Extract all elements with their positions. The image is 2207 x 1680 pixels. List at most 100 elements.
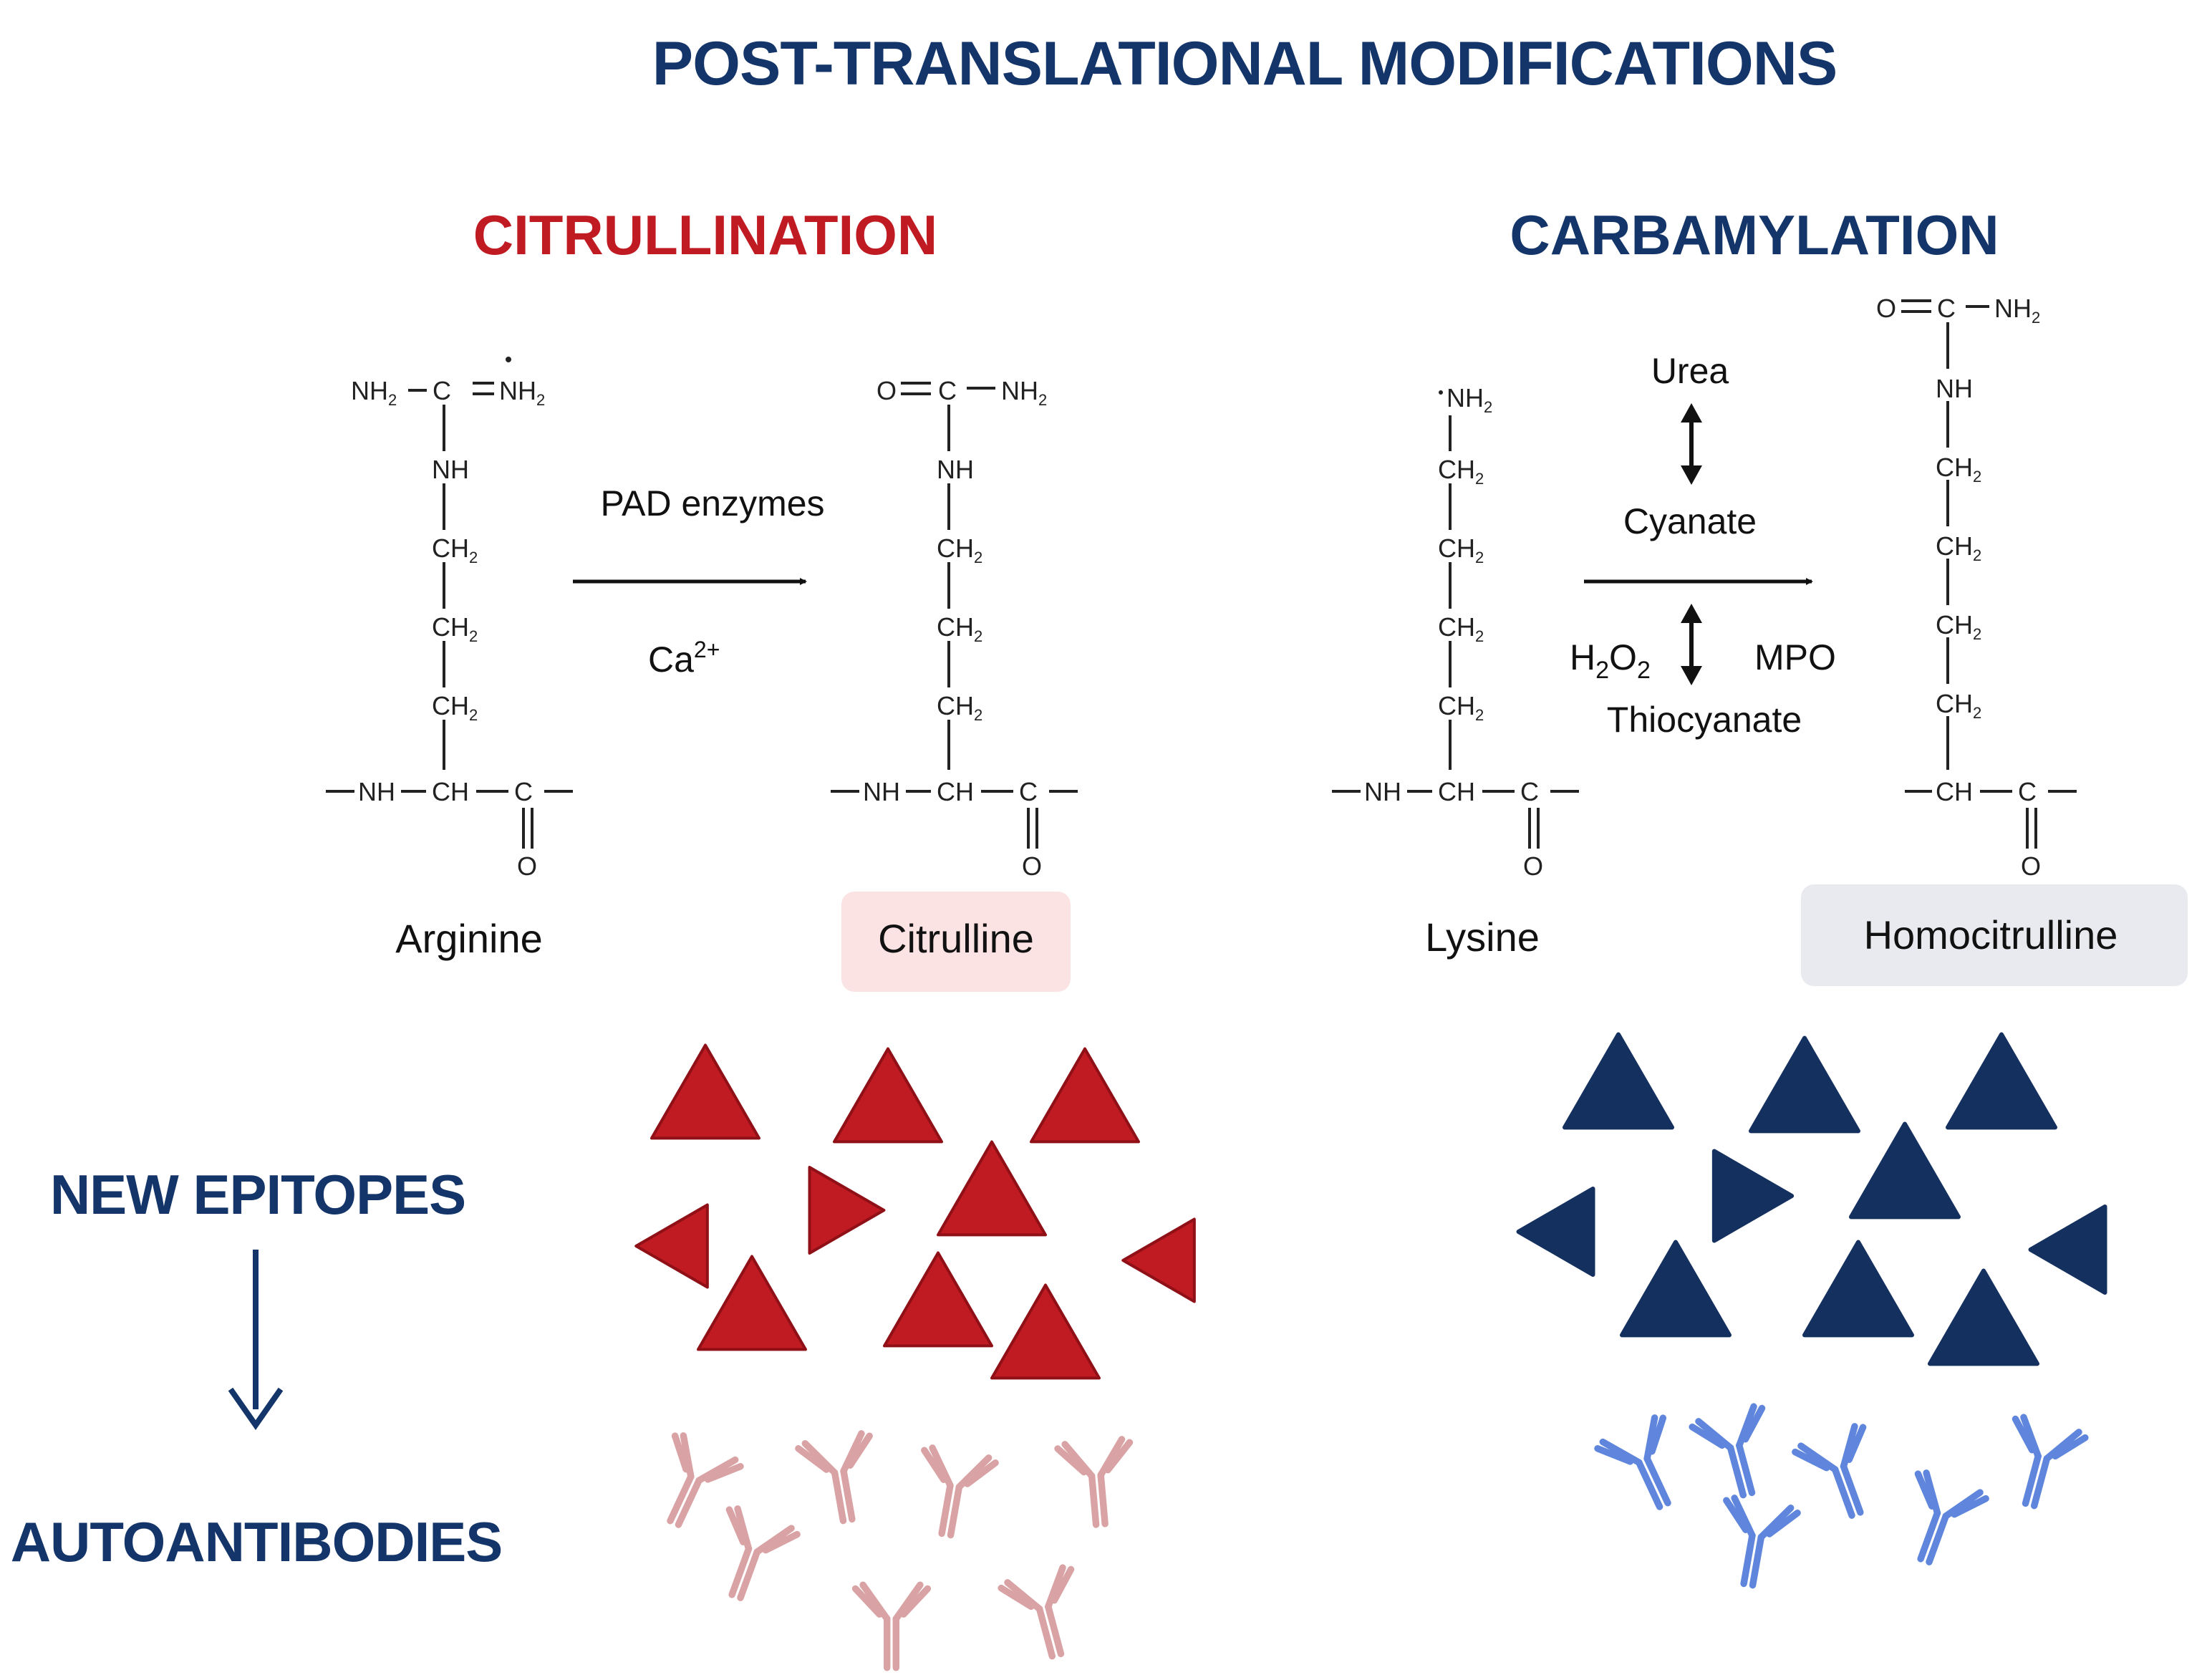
arginine-nh2-left: NH2	[351, 376, 397, 409]
citrulline-label-box	[841, 892, 1071, 992]
lysine-carbonyl-c: C	[1520, 777, 1539, 806]
blue-epitope-triangle-icon	[1563, 1032, 1674, 1130]
homocitrulline-nh2: NH2	[1994, 294, 2040, 327]
citrullination-heading: CITRULLINATION	[473, 203, 937, 266]
autoantibodies-label: AUTOANTIBODIES	[11, 1510, 503, 1573]
pink-antibody-icon	[1054, 1436, 1134, 1528]
epitopes-and-antibodies	[634, 1032, 2107, 1671]
pink-antibody-icon	[851, 1581, 932, 1671]
new-epitopes-label: NEW EPITOPES	[50, 1163, 465, 1226]
lysine-nh2: NH2	[1447, 383, 1492, 416]
arginine-structure	[326, 382, 573, 849]
blue-antibody-icon	[1723, 1495, 1801, 1589]
arginine-ch2-1: CH2	[432, 534, 478, 566]
blue-antibody-icon	[1792, 1423, 1867, 1519]
citrulline-ch2-3: CH2	[937, 691, 982, 724]
lysine-backbone-nh: NH	[1364, 777, 1401, 806]
red-epitope-triangle-icon	[833, 1047, 943, 1144]
homocitrulline-c-top: C	[1937, 294, 1956, 323]
arginine-ch2-2: CH2	[432, 612, 478, 645]
homocitrulline-o-top: O	[1876, 294, 1896, 323]
blue-epitope-triangle-icon	[1946, 1032, 2057, 1130]
lysine-ch2-3: CH2	[1438, 612, 1484, 645]
blue-antibody-icon	[1689, 1403, 1766, 1499]
arginine-nh: NH	[432, 455, 469, 484]
mpo-label: MPO	[1754, 637, 1836, 677]
blue-epitope-triangle-icon	[1802, 1240, 1914, 1338]
homocitrulline-carbonyl-c: C	[2018, 777, 2037, 806]
homocitrulline-ch2-1: CH2	[1936, 453, 1981, 486]
homocitrulline-structure	[1901, 299, 2077, 849]
lysine-ch2-4: CH2	[1438, 691, 1484, 724]
arginine-carbonyl-c: C	[514, 777, 533, 806]
pad-enzymes-label: PAD enzymes	[600, 483, 824, 523]
homocitrulline-label-box	[1801, 884, 2188, 986]
lysine-ch2-1: CH2	[1438, 455, 1484, 488]
blue-antibody-icon	[2012, 1414, 2089, 1510]
main-title: POST-TRANSLATIONAL MODIFICATIONS	[652, 29, 1837, 98]
lysine-ch: CH	[1438, 777, 1475, 806]
arginine-o: O	[517, 851, 537, 881]
citrulline-o-top: O	[876, 376, 897, 405]
citrulline-structure	[831, 382, 1078, 849]
lysine-structure	[1332, 415, 1579, 849]
thiocyanate-cyanate-arrow-icon	[1681, 604, 1702, 685]
pink-antibody-icon	[998, 1564, 1075, 1660]
arginine-nh2-right: NH2	[499, 376, 545, 409]
homocitrulline-ch: CH	[1936, 777, 1973, 806]
citrulline-carbonyl-c: C	[1019, 777, 1038, 806]
blue-epitope-triangle-icon	[1620, 1240, 1732, 1338]
red-epitope-triangle-icon	[937, 1140, 1047, 1237]
blue-epitope-triangle-icon	[1849, 1121, 1961, 1220]
citrulline-backbone-nh: NH	[863, 777, 900, 806]
arginine-c: C	[433, 376, 451, 405]
h2o2-label: H2O2	[1570, 637, 1651, 684]
citrulline-nh: NH	[937, 455, 974, 484]
red-epitope-triangle-icon	[697, 1255, 807, 1351]
lysine-label: Lysine	[1425, 914, 1540, 960]
lysine-ch2-2: CH2	[1438, 534, 1484, 566]
homocitrulline-ch2-2: CH2	[1936, 531, 1981, 564]
thiocyanate-label: Thiocyanate	[1607, 700, 1802, 740]
red-epitope-triangle-icon	[883, 1251, 993, 1348]
arginine-ch: CH	[432, 777, 469, 806]
epitope-to-antibody-arrow-icon	[228, 1250, 284, 1430]
citrulline-nh2: NH2	[1001, 376, 1047, 409]
arginine-label: Arginine	[395, 916, 542, 961]
citrulline-ch: CH	[937, 777, 974, 806]
red-epitope-triangle-icon	[990, 1283, 1101, 1380]
urea-label: Urea	[1651, 351, 1729, 391]
homocitrulline-ch2-4: CH2	[1936, 689, 1981, 722]
citrulline-c-top: C	[938, 376, 957, 405]
citrulline-ch2-2: CH2	[937, 612, 982, 645]
red-epitope-triangle-icon	[808, 1166, 886, 1255]
blue-antibody-icon	[1914, 1469, 1989, 1565]
pink-antibody-icon	[725, 1505, 801, 1601]
citrulline-ch2-1: CH2	[937, 534, 982, 566]
blue-epitope-triangle-icon	[1711, 1149, 1795, 1243]
red-epitope-triangle-icon	[1030, 1047, 1140, 1144]
lysine-o: O	[1523, 851, 1543, 881]
calcium-label: Ca2+	[648, 637, 720, 680]
pink-antibody-icon	[921, 1444, 999, 1539]
arginine-backbone-nh: NH	[358, 777, 395, 806]
citrulline-label: Citrulline	[878, 916, 1034, 961]
blue-epitope-triangle-icon	[1749, 1035, 1860, 1134]
carbamylation-heading: CARBAMYLATION	[1510, 203, 1999, 266]
homocitrulline-o: O	[2021, 851, 2041, 881]
citrulline-o: O	[1022, 851, 1042, 881]
blue-epitope-triangle-icon	[1928, 1268, 2039, 1366]
pink-antibody-icon	[795, 1430, 873, 1525]
pink-antibody-icon	[667, 1432, 744, 1528]
arginine-ch2-3: CH2	[432, 691, 478, 724]
red-epitope-triangle-icon	[634, 1203, 709, 1289]
homocitrulline-ch2-3: CH2	[1936, 610, 1981, 643]
homocitrulline-label: Homocitrulline	[1864, 912, 2118, 957]
homocitrulline-nh: NH	[1936, 374, 1973, 403]
cyanate-label: Cyanate	[1623, 501, 1757, 541]
red-epitope-triangle-icon	[1121, 1217, 1196, 1303]
blue-antibody-icon	[1594, 1414, 1671, 1510]
urea-cyanate-arrow-icon	[1681, 403, 1702, 485]
